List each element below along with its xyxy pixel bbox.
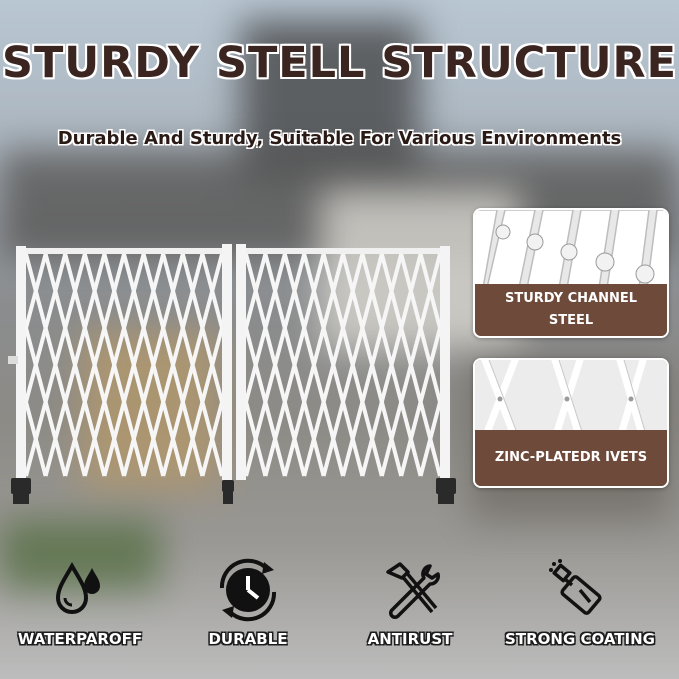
feature-waterproof: WATERPAROFF [0, 558, 160, 648]
spray-can-icon [549, 559, 602, 615]
page-subtitle: Durable And Sturdy, Suitable For Various… [57, 128, 622, 149]
water-drop-icon [55, 561, 100, 614]
feature-strong-coating: STRONG COATING [500, 558, 660, 648]
expandable-gate-illustration [8, 244, 456, 504]
channel-steel-closeup [475, 210, 667, 288]
feature-antirust: ANTIRUST [330, 558, 490, 648]
hammer-wrench-icon [386, 562, 440, 619]
clock-icon [219, 558, 277, 622]
page-title: STURDY STELL STRUCTURE [1, 38, 678, 88]
feature-durable: DURABLE [168, 558, 328, 648]
channel-steel-card: STURDY CHANNEL STEEL [473, 208, 669, 338]
rivets-closeup [475, 360, 667, 438]
feature-label: WATERPAROFF [17, 630, 143, 648]
card-label: ZINC-PLATEDR IVETS [475, 430, 667, 486]
feature-label: DURABLE [208, 630, 288, 648]
feature-label: ANTIRUST [367, 630, 453, 648]
card-label: STURDY CHANNEL STEEL [475, 284, 667, 336]
feature-label: STRONG COATING [505, 630, 655, 648]
zinc-rivets-card: ZINC-PLATEDR IVETS [473, 358, 669, 488]
